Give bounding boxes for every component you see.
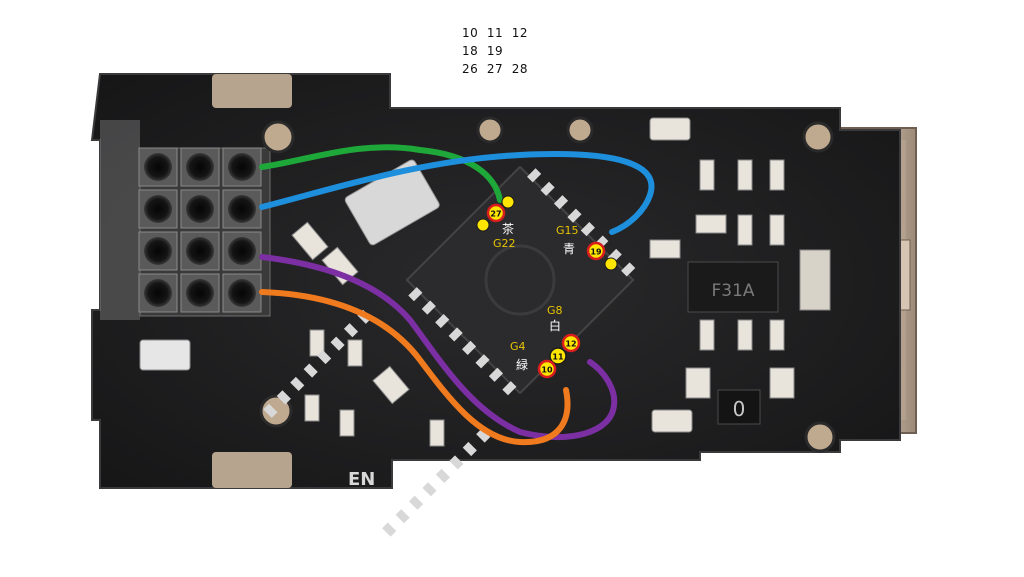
solder-points	[476, 195, 618, 271]
mounting-hole	[261, 120, 295, 154]
mounting-hole	[566, 116, 594, 144]
ic-marking: F31A	[711, 281, 754, 301]
mcu-pin	[395, 509, 410, 524]
header-hole	[144, 153, 172, 181]
mcu-pin	[527, 168, 542, 183]
mcu-pin	[343, 323, 359, 338]
mounting-hole	[476, 116, 504, 144]
mcu-pin	[567, 208, 582, 223]
svg-text:19: 19	[590, 248, 602, 257]
mcu-pin	[462, 441, 477, 457]
mcu-pin	[476, 428, 491, 443]
mcu-pin	[553, 195, 569, 210]
mount-pad-top	[212, 74, 292, 108]
edge-notch	[100, 120, 140, 320]
wire-green	[259, 144, 503, 203]
jumper-wires	[259, 144, 655, 446]
pad-marker: 0	[733, 397, 746, 421]
header-hole	[186, 195, 214, 223]
mcu-pin	[435, 468, 450, 483]
pin-marker-12: 12	[561, 333, 581, 353]
header-hole	[144, 279, 172, 307]
mcu-pin	[488, 367, 504, 382]
header-hole	[228, 237, 256, 265]
label-gpio-19: G15	[556, 224, 579, 237]
smd-components	[139, 117, 831, 447]
wire-purple	[259, 254, 618, 441]
mcu-pin	[580, 222, 595, 237]
svg-text:27: 27	[490, 210, 501, 219]
label-color-27: 茶	[502, 221, 514, 236]
mcu-pin	[290, 376, 305, 392]
mcu-pin	[449, 455, 464, 470]
mcu-pin	[448, 327, 463, 342]
label-gpio-12: G8	[547, 304, 563, 317]
mcu-pin	[462, 340, 477, 355]
header-hole	[228, 195, 256, 223]
silkscreen-en: EN	[348, 469, 375, 490]
mcu-pin	[422, 482, 437, 497]
label-color-12: 白	[549, 318, 561, 333]
svg-text:11: 11	[552, 353, 564, 362]
mcu-pin	[408, 495, 424, 510]
header-hole	[228, 153, 256, 181]
header-hole	[186, 153, 214, 181]
header-row-3: 26 27 28	[462, 62, 529, 76]
mcu-pin	[540, 181, 555, 196]
header-hole	[144, 237, 172, 265]
header-hole	[186, 279, 214, 307]
svg-text:12: 12	[565, 340, 576, 349]
mcu-pin	[621, 262, 636, 277]
mcu-pin	[263, 403, 278, 418]
mcu-pin	[502, 381, 517, 396]
pin-marker-10: 10	[537, 359, 557, 379]
mcu-pin	[276, 390, 291, 405]
header-row-1: 10 11 12	[462, 26, 529, 40]
mcu-pin	[475, 354, 490, 369]
pin-marker-11: 11	[549, 347, 567, 365]
label-color-10: 緑	[516, 357, 528, 372]
mcu-pin	[408, 287, 423, 302]
label-gpio-10: G4	[510, 340, 526, 353]
pin-header	[138, 147, 271, 317]
mcu-pin	[330, 336, 345, 351]
mounting-hole	[804, 421, 836, 453]
wire-orange	[259, 289, 571, 446]
svg-text:10: 10	[541, 366, 553, 375]
mcu-pin	[435, 313, 450, 329]
label-color-19: 青	[563, 242, 575, 256]
mcu-pin	[303, 363, 318, 378]
mcu-pin	[421, 300, 436, 315]
mcu-pin	[382, 522, 397, 537]
regulator-ic: F31A	[687, 261, 779, 313]
mcu-pin	[317, 350, 332, 365]
pin-marker-27: 27	[486, 203, 506, 223]
wire-blue	[259, 151, 655, 235]
marked-pad: 0	[717, 389, 761, 425]
label-gpio-27: G22	[493, 237, 516, 250]
header-hole	[228, 279, 256, 307]
mounting-hole	[802, 121, 834, 153]
header-row-2: 18 19	[462, 44, 504, 58]
mount-pad-bottom	[212, 452, 292, 488]
header-hole	[144, 195, 172, 223]
pin-marker-19: 19	[586, 241, 606, 261]
header-hole	[186, 237, 214, 265]
